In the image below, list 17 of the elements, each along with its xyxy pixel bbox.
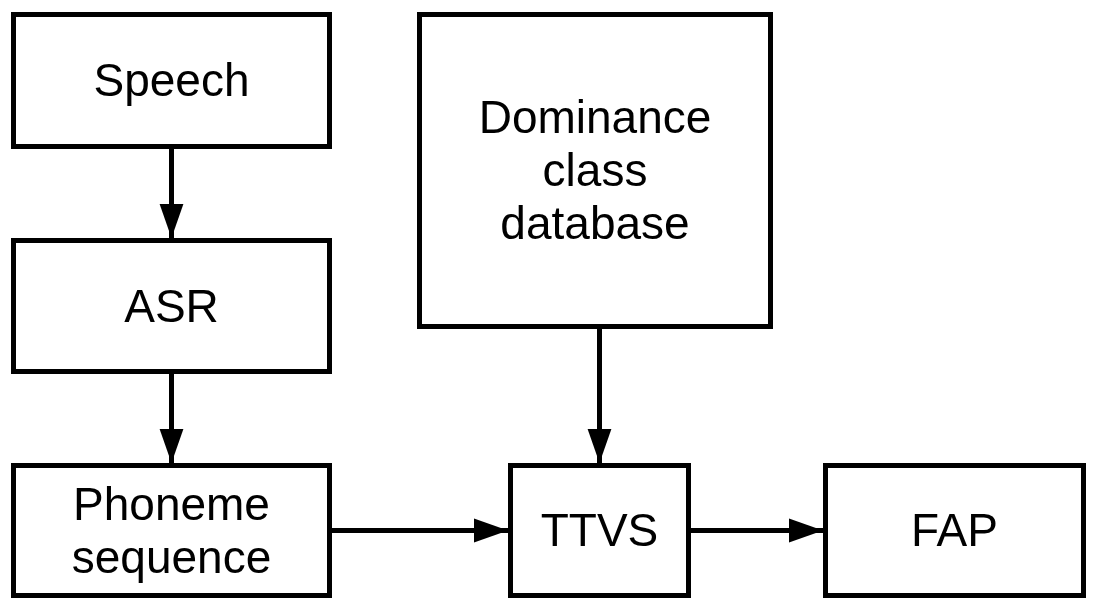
process-box [11, 12, 332, 149]
arrow [332, 518, 508, 543]
process-box [11, 238, 332, 374]
process-box [417, 12, 773, 329]
arrow [159, 374, 184, 463]
process-box [508, 463, 691, 598]
arrow [587, 329, 612, 463]
arrow [159, 149, 184, 238]
box-label: Speech [93, 54, 250, 107]
box-label: FAP [911, 504, 998, 557]
box-label: Dominance class database [477, 91, 713, 250]
box-label: ASR [124, 279, 219, 333]
box-label: Phoneme sequence [70, 477, 273, 584]
process-box [11, 463, 332, 598]
box-label: TTVS [540, 504, 659, 557]
arrow [691, 518, 823, 543]
process-box [823, 463, 1086, 598]
